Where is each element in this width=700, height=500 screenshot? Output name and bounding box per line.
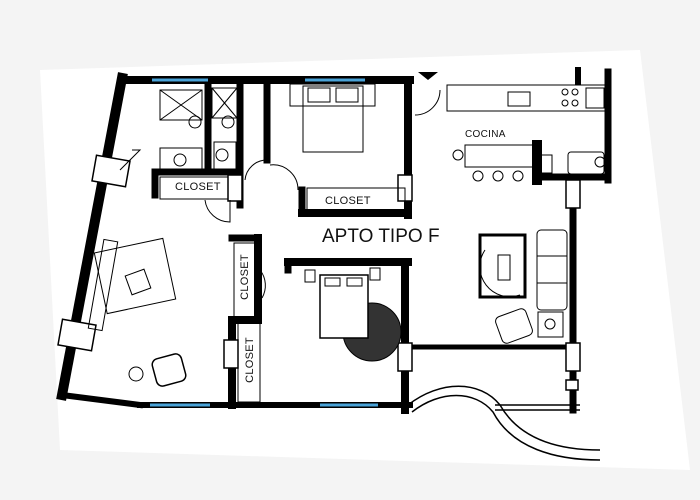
bathroom-fixtures — [159, 87, 238, 171]
apartment-title: APTO TIPO F — [322, 226, 440, 247]
bed-2 — [304, 267, 402, 362]
entry-marker — [418, 72, 438, 80]
closet-label-hall-upper: CLOSET — [238, 254, 251, 300]
doors — [119, 89, 441, 299]
kitchen-label: COCINA — [465, 129, 506, 140]
closet-label-bedroom: CLOSET — [325, 195, 371, 207]
closet-label-hall-lower: CLOSET — [243, 337, 256, 383]
closet-label-bath: CLOSET — [175, 181, 221, 193]
closets — [159, 176, 406, 403]
kitchen-fixtures — [446, 84, 606, 182]
windows — [150, 78, 378, 407]
balcony — [407, 385, 601, 461]
living-furniture — [478, 229, 568, 344]
bedroom-3-furniture — [87, 237, 187, 387]
bed-1 — [289, 83, 376, 153]
